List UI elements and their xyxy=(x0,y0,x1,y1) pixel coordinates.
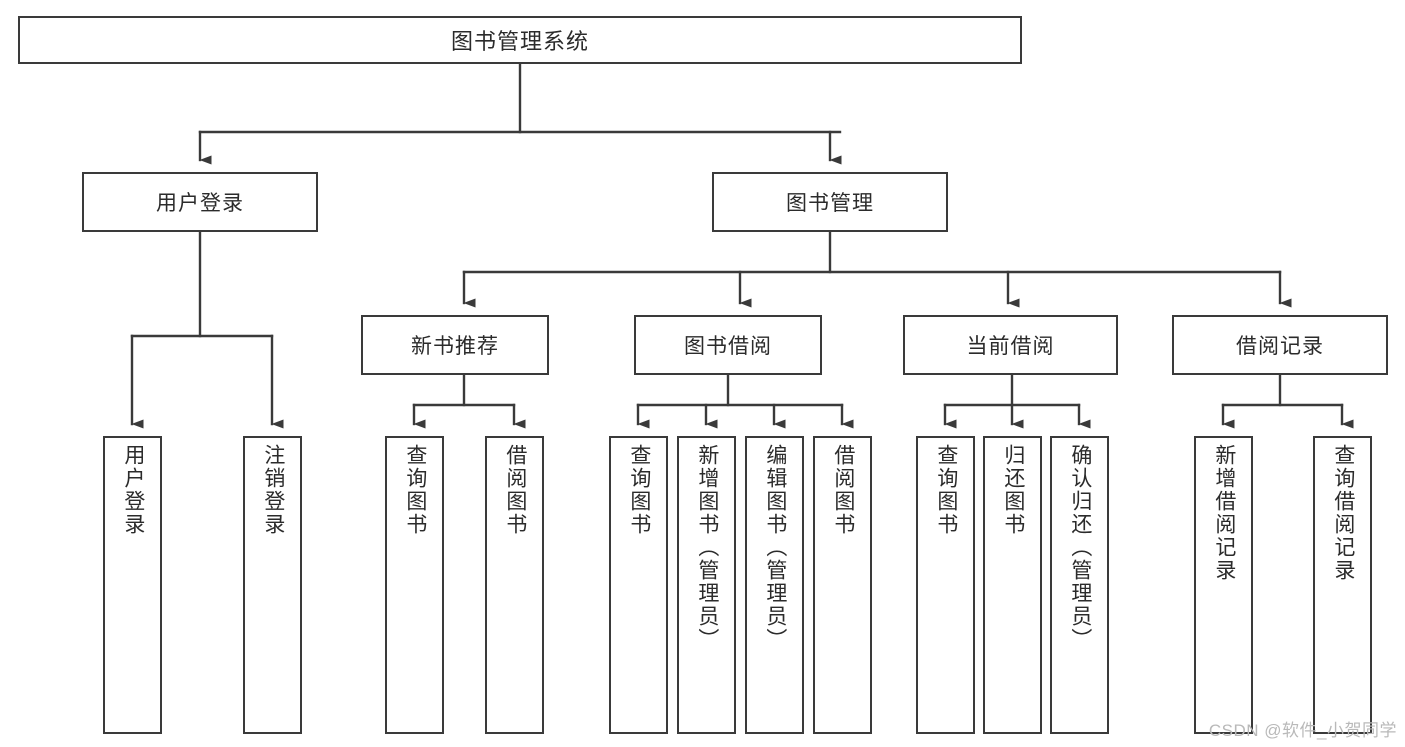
node-book-manage[interactable]: 图书管理 xyxy=(712,172,948,232)
node-book-borrow-label: 图书借阅 xyxy=(684,335,772,358)
node-leaf-query-book-3-label: 查询图书 xyxy=(934,444,958,536)
node-leaf-return-book-label: 归还图书 xyxy=(1001,444,1025,536)
node-leaf-borrow-book-1-label: 借阅图书 xyxy=(503,444,527,536)
node-leaf-logout-login[interactable]: 注销登录 xyxy=(243,436,302,734)
node-leaf-add-record-label: 新增借阅记录 xyxy=(1212,444,1236,582)
node-book-borrow[interactable]: 图书借阅 xyxy=(634,315,822,375)
node-leaf-borrow-book-2[interactable]: 借阅图书 xyxy=(813,436,872,734)
node-current-borrow-label: 当前借阅 xyxy=(966,335,1055,358)
node-leaf-confirm-return[interactable]: 确认归还（管理员） xyxy=(1050,436,1109,734)
node-root[interactable]: 图书管理系统 xyxy=(18,16,1022,64)
node-leaf-borrow-book-2-label: 借阅图书 xyxy=(831,444,855,536)
node-leaf-edit-book-label: 编辑图书（管理员） xyxy=(763,444,787,651)
node-leaf-query-book-1-label: 查询图书 xyxy=(403,444,427,536)
node-leaf-add-record[interactable]: 新增借阅记录 xyxy=(1194,436,1253,734)
node-book-manage-label: 图书管理 xyxy=(786,192,874,215)
node-leaf-add-book[interactable]: 新增图书（管理员） xyxy=(677,436,736,734)
node-leaf-user-login[interactable]: 用户登录 xyxy=(103,436,162,734)
node-leaf-return-book[interactable]: 归还图书 xyxy=(983,436,1042,734)
node-borrow-record[interactable]: 借阅记录 xyxy=(1172,315,1388,375)
node-leaf-edit-book[interactable]: 编辑图书（管理员） xyxy=(745,436,804,734)
node-leaf-query-book-2-label: 查询图书 xyxy=(627,444,651,536)
node-current-borrow[interactable]: 当前借阅 xyxy=(903,315,1118,375)
node-leaf-query-book-1[interactable]: 查询图书 xyxy=(385,436,444,734)
watermark: CSDN @软件_小贺同学 xyxy=(1208,721,1397,740)
node-user-login[interactable]: 用户登录 xyxy=(82,172,318,232)
node-borrow-record-label: 借阅记录 xyxy=(1236,335,1324,358)
node-leaf-query-book-2[interactable]: 查询图书 xyxy=(609,436,668,734)
node-leaf-confirm-return-label: 确认归还（管理员） xyxy=(1068,444,1092,651)
node-leaf-borrow-book-1[interactable]: 借阅图书 xyxy=(485,436,544,734)
node-leaf-query-book-3[interactable]: 查询图书 xyxy=(916,436,975,734)
node-new-book-recommend[interactable]: 新书推荐 xyxy=(361,315,549,375)
node-root-label: 图书管理系统 xyxy=(450,29,589,54)
node-leaf-user-login-label: 用户登录 xyxy=(121,444,145,536)
node-leaf-add-book-label: 新增图书（管理员） xyxy=(695,444,719,651)
node-leaf-query-record-label: 查询借阅记录 xyxy=(1331,444,1355,582)
node-leaf-logout-login-label: 注销登录 xyxy=(261,444,285,536)
node-leaf-query-record[interactable]: 查询借阅记录 xyxy=(1313,436,1372,734)
node-user-login-label: 用户登录 xyxy=(156,192,244,215)
node-new-book-recommend-label: 新书推荐 xyxy=(411,335,499,358)
